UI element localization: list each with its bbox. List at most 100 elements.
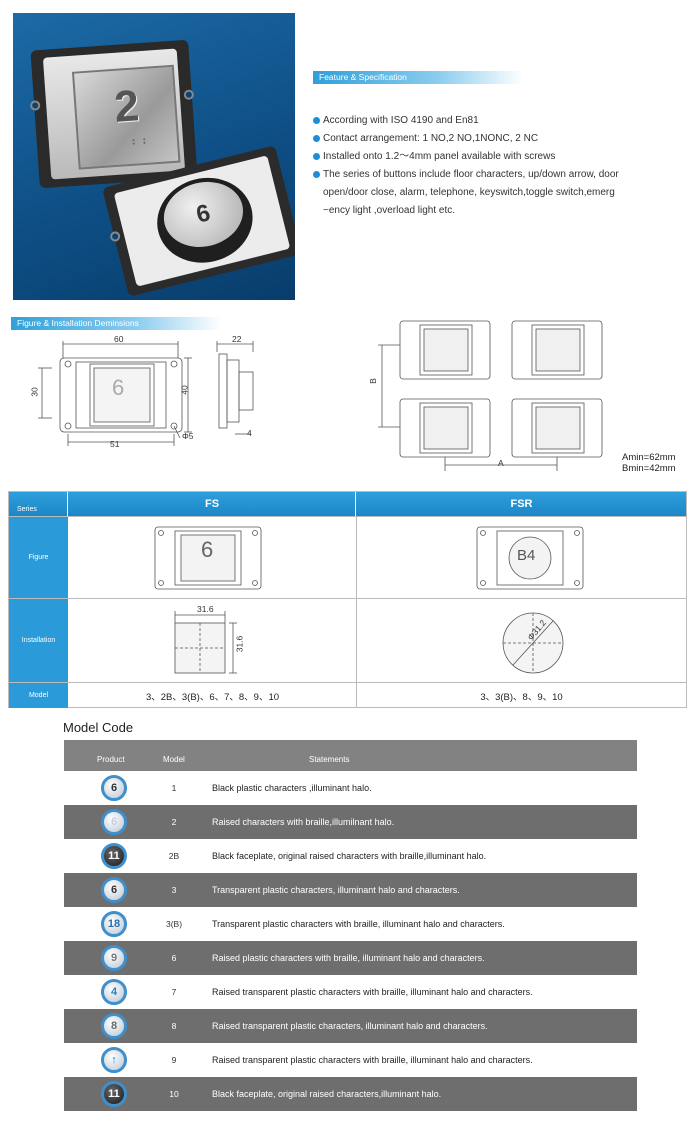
dim-height-left: 30 bbox=[29, 387, 40, 397]
model-code-row: 6 2 Raised characters with braille,illum… bbox=[64, 805, 637, 839]
model-code-row: 4 7 Raised transparent plastic character… bbox=[64, 975, 637, 1009]
button-disk: 6 bbox=[156, 173, 251, 256]
feature-heading: Feature & Specification bbox=[319, 72, 407, 82]
model-code-title: Model Code bbox=[63, 720, 134, 735]
feature-heading-bar: Feature & Specification bbox=[313, 71, 523, 84]
product-button-icon: 6 bbox=[101, 877, 127, 903]
figure-heading-bar: Figure & Installation Deminsions bbox=[11, 317, 221, 330]
model-code: 3(B) bbox=[165, 919, 183, 929]
installation-row: Installation 31.6 31.6 Φ31.2 bbox=[9, 598, 686, 682]
model-statement: Raised transparent plastic characters, i… bbox=[212, 1021, 488, 1031]
dim-width-top: 60 bbox=[114, 334, 124, 344]
header-statements: Statements bbox=[309, 755, 350, 764]
model-row-label: Model bbox=[9, 683, 68, 708]
button-face: 2 ⠃⠃ bbox=[71, 64, 181, 170]
arrow-up-icon: ↑ bbox=[101, 1047, 127, 1073]
model-statement: Raised transparent plastic characters wi… bbox=[212, 1055, 533, 1065]
feature-list: According with ISO 4190 and En81 Contact… bbox=[313, 112, 683, 220]
model-code: 2B bbox=[168, 851, 180, 861]
model-statement: Raised plastic characters with braille, … bbox=[212, 953, 485, 963]
product-button-icon: 4 bbox=[101, 979, 127, 1005]
front-button-char: 6 bbox=[112, 375, 125, 400]
dim-width-bottom: 51 bbox=[110, 439, 120, 449]
series-fsr-header: FSR bbox=[510, 498, 533, 510]
button-ring: 6 bbox=[148, 167, 262, 273]
dim-height-right: 40 bbox=[179, 385, 190, 395]
model-code: 2 bbox=[171, 817, 177, 827]
bullet-icon bbox=[313, 171, 320, 178]
product-button-icon: 11 bbox=[101, 1081, 127, 1107]
model-code: 8 bbox=[171, 1021, 177, 1031]
feature-item: Contact arrangement: 1 NO,2 NO,1NONC, 2 … bbox=[313, 130, 683, 148]
series-label: Series bbox=[17, 506, 37, 513]
model-statement: Raised transparent plastic characters wi… bbox=[212, 987, 533, 997]
model-code-row: 11 10 Black faceplate, original raised c… bbox=[64, 1077, 637, 1111]
model-code-row: 6 1 Black plastic characters ,illuminant… bbox=[64, 771, 637, 805]
spacing-grid-drawing bbox=[378, 320, 603, 471]
feature-item: The series of buttons include floor char… bbox=[313, 166, 683, 184]
model-code-header: Product Model Statements bbox=[64, 740, 637, 771]
square-button-photo: 2 ⠃⠃ bbox=[29, 39, 198, 189]
fsr-figure-drawing bbox=[476, 526, 584, 590]
button-mount: 2 ⠃⠃ bbox=[42, 48, 186, 180]
model-statement: Black faceplate, original raised charact… bbox=[212, 1089, 442, 1099]
model-code-row: 11 2B Black faceplate, original raised c… bbox=[64, 839, 637, 873]
dim-depth-top: 22 bbox=[232, 334, 242, 344]
dim-a: A bbox=[498, 458, 504, 468]
side-view-drawing bbox=[216, 341, 254, 435]
model-row: Model 3、2B、3(B)、6、7、8、9、10 3、3(B)、8、9、10 bbox=[9, 682, 686, 708]
braille-dots: ⠃⠃ bbox=[130, 136, 154, 152]
model-code-row: 18 3(B) Transparent plastic characters w… bbox=[64, 907, 637, 941]
feature-item-continuation: open/door close, alarm, telephone, keysw… bbox=[323, 187, 615, 198]
figure-row-label: Figure bbox=[9, 517, 68, 598]
fsr-figure-char: B4 bbox=[517, 547, 536, 564]
mount-hole bbox=[109, 230, 122, 243]
product-button-icon: 6 bbox=[101, 775, 127, 801]
fs-models: 3、2B、3(B)、6、7、8、9、10 bbox=[145, 691, 280, 703]
product-button-icon: 9 bbox=[101, 945, 127, 971]
model-code: 10 bbox=[169, 1089, 179, 1099]
model-code-row: 6 3 Transparent plastic characters, illu… bbox=[64, 873, 637, 907]
mount-hole bbox=[29, 100, 41, 111]
figure-heading: Figure & Installation Deminsions bbox=[17, 318, 139, 328]
series-table-header: Series FS FSR bbox=[9, 492, 686, 516]
fs-figure-drawing bbox=[154, 526, 262, 590]
product-button-icon: 11 bbox=[101, 843, 127, 869]
fs-cut-height: 31.6 bbox=[234, 635, 245, 653]
dim-hole: Φ5 bbox=[182, 431, 194, 441]
model-code-row: 9 6 Raised plastic characters with brail… bbox=[64, 941, 637, 975]
model-code: 6 bbox=[171, 953, 177, 963]
mount-hole bbox=[183, 89, 195, 101]
model-statement: Black plastic characters ,illuminant hal… bbox=[212, 783, 372, 793]
button-number: 2 bbox=[112, 81, 141, 132]
model-code: 7 bbox=[171, 987, 177, 997]
installation-row-label: Installation bbox=[9, 599, 68, 682]
model-code: 9 bbox=[171, 1055, 177, 1065]
model-statement: Transparent plastic characters with brai… bbox=[212, 919, 505, 929]
header-product: Product bbox=[97, 755, 125, 764]
grid-button bbox=[399, 320, 491, 380]
figure-row: Figure 6 B4 bbox=[9, 516, 686, 598]
bullet-icon bbox=[313, 153, 320, 160]
product-button-icon: 18 bbox=[101, 911, 127, 937]
bmin-text: Bmin=42mm bbox=[622, 463, 676, 474]
feature-item-continuation: −ency light ,overload light etc. bbox=[323, 205, 456, 216]
model-code-row: 8 8 Raised transparent plastic character… bbox=[64, 1009, 637, 1043]
product-photo: 2 ⠃⠃ 6 bbox=[13, 13, 295, 300]
model-statement: Transparent plastic characters, illumina… bbox=[212, 885, 460, 895]
fsr-cutout-drawing bbox=[502, 612, 564, 674]
fs-figure-char: 6 bbox=[201, 537, 214, 562]
fs-cutout-drawing bbox=[174, 611, 237, 674]
header-model: Model bbox=[163, 755, 185, 764]
bullet-icon bbox=[313, 117, 320, 124]
model-code: 3 bbox=[171, 885, 177, 895]
dim-depth-bottom: 4 bbox=[247, 428, 252, 438]
feature-item: According with ISO 4190 and En81 bbox=[313, 112, 683, 130]
fsr-models: 3、3(B)、8、9、10 bbox=[480, 691, 563, 703]
product-button-icon: 6 bbox=[101, 809, 127, 835]
feature-item: Installed onto 1.2～4mm panel available w… bbox=[313, 148, 683, 166]
series-table: Series FS FSR Figure 6 B4 Installation bbox=[8, 491, 687, 708]
amin-text: Amin=62mm bbox=[622, 452, 676, 463]
fs-cut-width: 31.6 bbox=[197, 604, 214, 614]
model-statement: Black faceplate, original raised charact… bbox=[212, 851, 487, 861]
